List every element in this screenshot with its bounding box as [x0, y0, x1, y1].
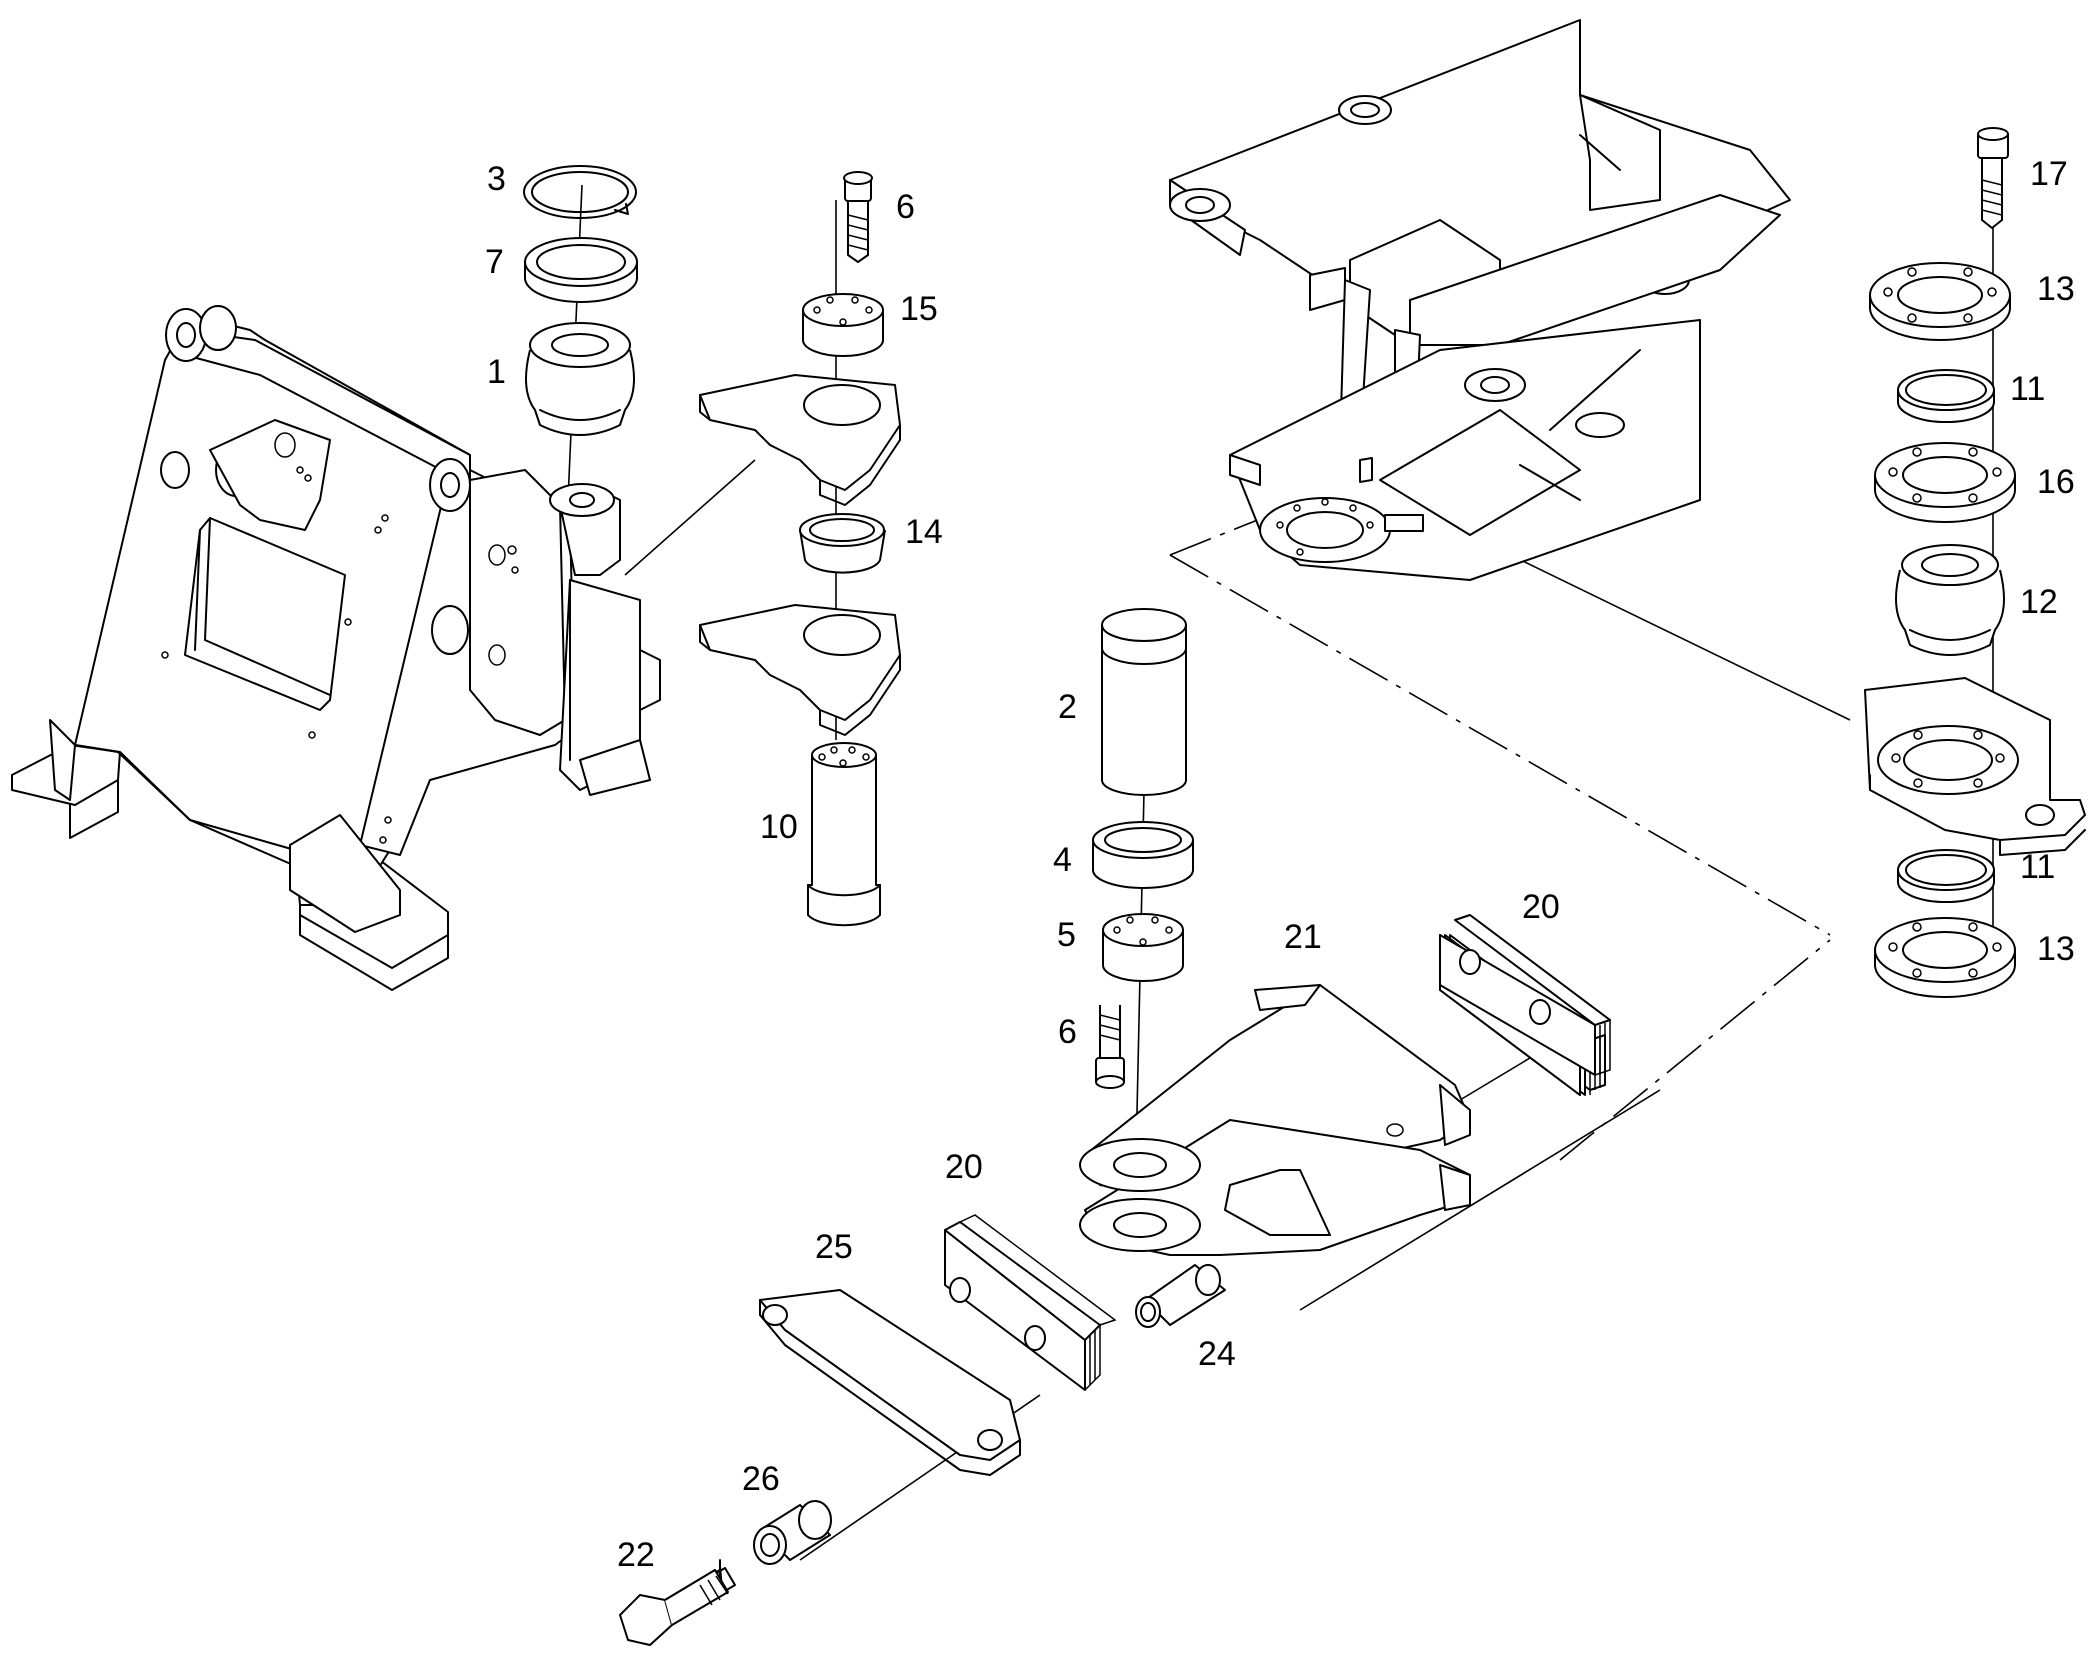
- callout-12: 12: [2020, 583, 2058, 621]
- callout-10: 10: [760, 808, 798, 846]
- hub-15: [802, 293, 884, 357]
- ring-7: [524, 237, 638, 303]
- upper-mounting-plate: [699, 374, 901, 506]
- callout-20-right: 20: [1522, 888, 1560, 926]
- bushing-4: [1092, 821, 1194, 889]
- spacer-26: [753, 1500, 832, 1565]
- callout-7: 7: [485, 243, 504, 281]
- callout-16: 16: [2037, 463, 2075, 501]
- callout-22: 22: [617, 1536, 655, 1574]
- callout-20-left: 20: [945, 1148, 983, 1186]
- upper-frame: [1169, 19, 1791, 581]
- callout-17: 17: [2030, 155, 2068, 193]
- callout-6-bottom: 6: [1058, 1013, 1077, 1051]
- hub-5: [1102, 913, 1184, 982]
- screw-17: [1977, 127, 2009, 229]
- main-frame: [11, 305, 661, 991]
- callout-13-bottom: 13: [2037, 930, 2075, 968]
- callout-2: 2: [1058, 688, 1077, 726]
- ring-11-bottom: [1897, 849, 1995, 903]
- callout-3: 3: [487, 160, 506, 198]
- callout-25: 25: [815, 1228, 853, 1266]
- shim-pack-20-left: [944, 1214, 1117, 1391]
- screw-6-bottom: [1095, 1005, 1125, 1089]
- retaining-ring: [523, 165, 637, 219]
- bolt-22: [619, 1559, 736, 1646]
- callout-15: 15: [900, 290, 938, 328]
- callout-14: 14: [905, 513, 943, 551]
- assembly-axis-lines: [567, 150, 1994, 1561]
- bushing-14: [799, 513, 886, 574]
- callout-24: 24: [1198, 1335, 1236, 1373]
- bushing-24: [1135, 1264, 1226, 1328]
- callout-11-top: 11: [2010, 370, 2046, 408]
- pin-10: [807, 742, 881, 927]
- mounting-bracket: [1864, 677, 2086, 856]
- callout-4: 4: [1053, 841, 1072, 879]
- flange-13-bottom: [1874, 917, 2016, 998]
- callout-21: 21: [1284, 918, 1322, 956]
- ring-11-top: [1897, 369, 1995, 423]
- lower-mounting-plate: [699, 604, 901, 736]
- flange-13-top: [1869, 262, 2011, 341]
- shim-pack-20-right: [1439, 914, 1611, 1096]
- callout-26: 26: [742, 1460, 780, 1498]
- callout-13-top: 13: [2037, 270, 2075, 308]
- callout-5: 5: [1057, 916, 1076, 954]
- cover-plate-25: [759, 1289, 1021, 1476]
- callout-1: 1: [487, 353, 506, 391]
- dash-dot-leaders: [1169, 494, 1831, 1161]
- support-arm-21: [1079, 984, 1471, 1256]
- screw-6-top: [843, 171, 873, 263]
- callout-11-bottom: 11: [2020, 848, 2056, 886]
- pin-2: [1101, 608, 1187, 796]
- spherical-bushing-1: [525, 322, 635, 436]
- spherical-bushing-12: [1895, 544, 2005, 656]
- callout-6-top: 6: [896, 188, 915, 226]
- flange-16: [1874, 442, 2016, 523]
